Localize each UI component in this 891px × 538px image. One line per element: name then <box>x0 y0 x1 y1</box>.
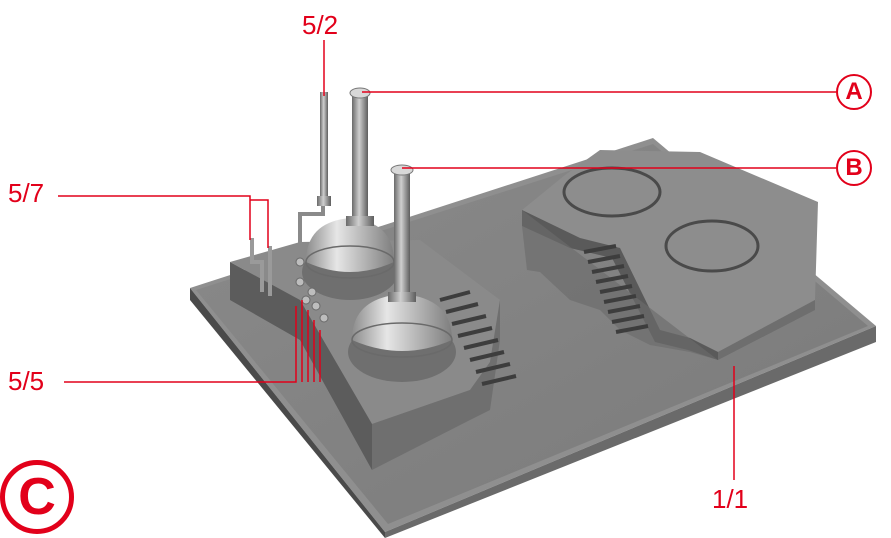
marker-b: B <box>836 150 872 186</box>
right-foundation-block <box>522 150 818 360</box>
callout-label-top: 5/2 <box>302 10 339 40</box>
kettle-rear <box>302 218 398 300</box>
thin-vent-pipe <box>298 92 331 245</box>
callout-label-base: 1/1 <box>712 484 749 514</box>
marker-a: A <box>836 74 872 110</box>
valves <box>295 257 329 323</box>
right-stairs <box>583 244 649 334</box>
panel-letter-badge: C <box>0 460 74 534</box>
callout-label-left-upper: 5/7 <box>8 178 45 208</box>
callout-lines <box>58 40 836 480</box>
kettle-front <box>348 294 456 382</box>
side-pipes <box>250 238 272 296</box>
chimney-a <box>346 87 374 226</box>
callout-label-left-lower: 5/5 <box>8 366 45 396</box>
left-stairs <box>439 290 517 386</box>
